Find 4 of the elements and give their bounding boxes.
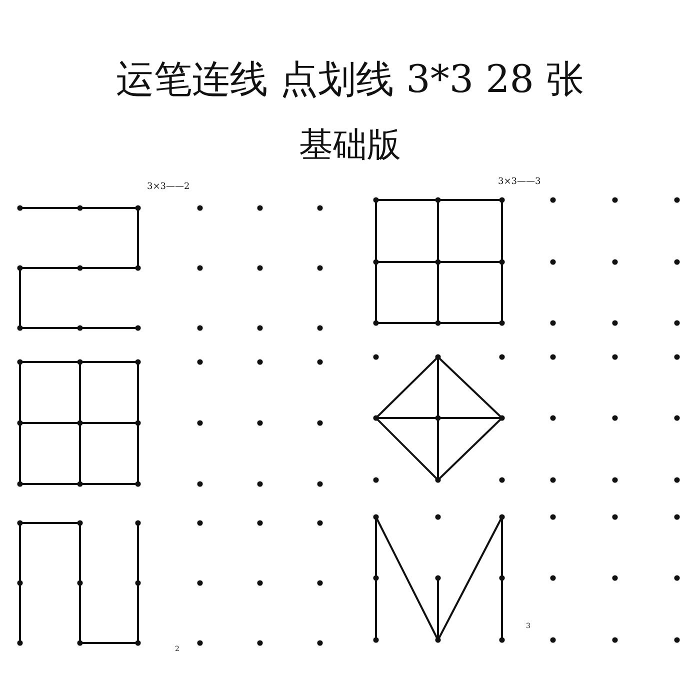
title: 运笔连线 点划线 3*3 28 张 [114, 60, 586, 98]
subtitle: 基础版 [298, 128, 402, 162]
sheet-label: 3×3——2 [147, 183, 190, 192]
sheet-label: 3×3——3 [498, 178, 541, 187]
